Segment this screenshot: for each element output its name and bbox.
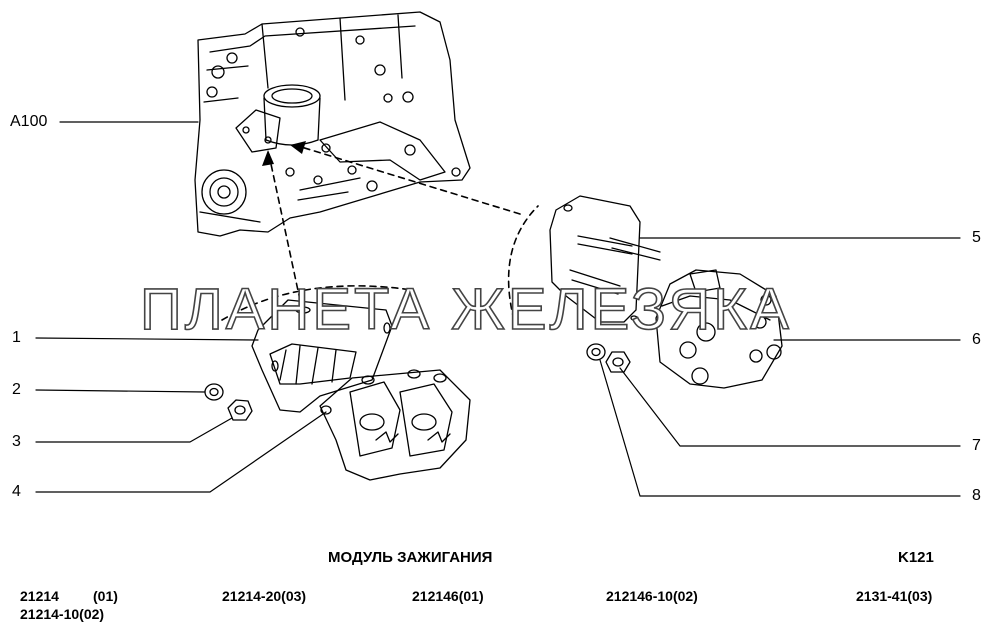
model-code-4: 212146-10(02) (606, 588, 698, 604)
callout-6: 6 (972, 331, 981, 348)
nut-part-7-drawing (605, 351, 631, 373)
diagram-title: МОДУЛЬ ЗАЖИГАНИЯ (328, 549, 493, 566)
page-code: K121 (898, 549, 934, 566)
callout-5: 5 (972, 229, 981, 246)
callout-8: 8 (972, 487, 981, 504)
washer-part-8-drawing (586, 343, 606, 361)
model-code-3: 212146(01) (412, 588, 484, 604)
engine-block-drawing (194, 11, 471, 237)
nut-part-3-drawing (227, 399, 253, 421)
model-code-1-second: 21214-10(02) (20, 606, 105, 622)
bracket-part-5-drawing (549, 195, 661, 323)
model-code-5: 2131-41(03) (856, 588, 933, 604)
bracket-part-1-drawing (251, 299, 393, 413)
assembly-dashed-lines (221, 145, 539, 321)
washer-part-2-drawing (204, 383, 224, 401)
model-code-1: 21214 (20, 588, 59, 604)
callout-3: 3 (12, 433, 21, 450)
leader-lines (35, 121, 961, 497)
callout-4: 4 (12, 483, 21, 500)
watermark-text: ПЛАНЕТА ЖЕЛЕЗЯКА (139, 276, 792, 343)
callout-1: 1 (12, 329, 21, 346)
callout-2: 2 (12, 381, 21, 398)
callout-a100: A100 (10, 113, 48, 130)
model-code-1-variant: (01) (93, 588, 118, 604)
ignition-module-part-6-drawing (655, 269, 783, 389)
ignition-module-part-4-drawing (319, 369, 471, 481)
callout-7: 7 (972, 437, 981, 454)
model-code-2: 21214-20(03) (222, 588, 307, 604)
arrowheads (262, 141, 306, 166)
